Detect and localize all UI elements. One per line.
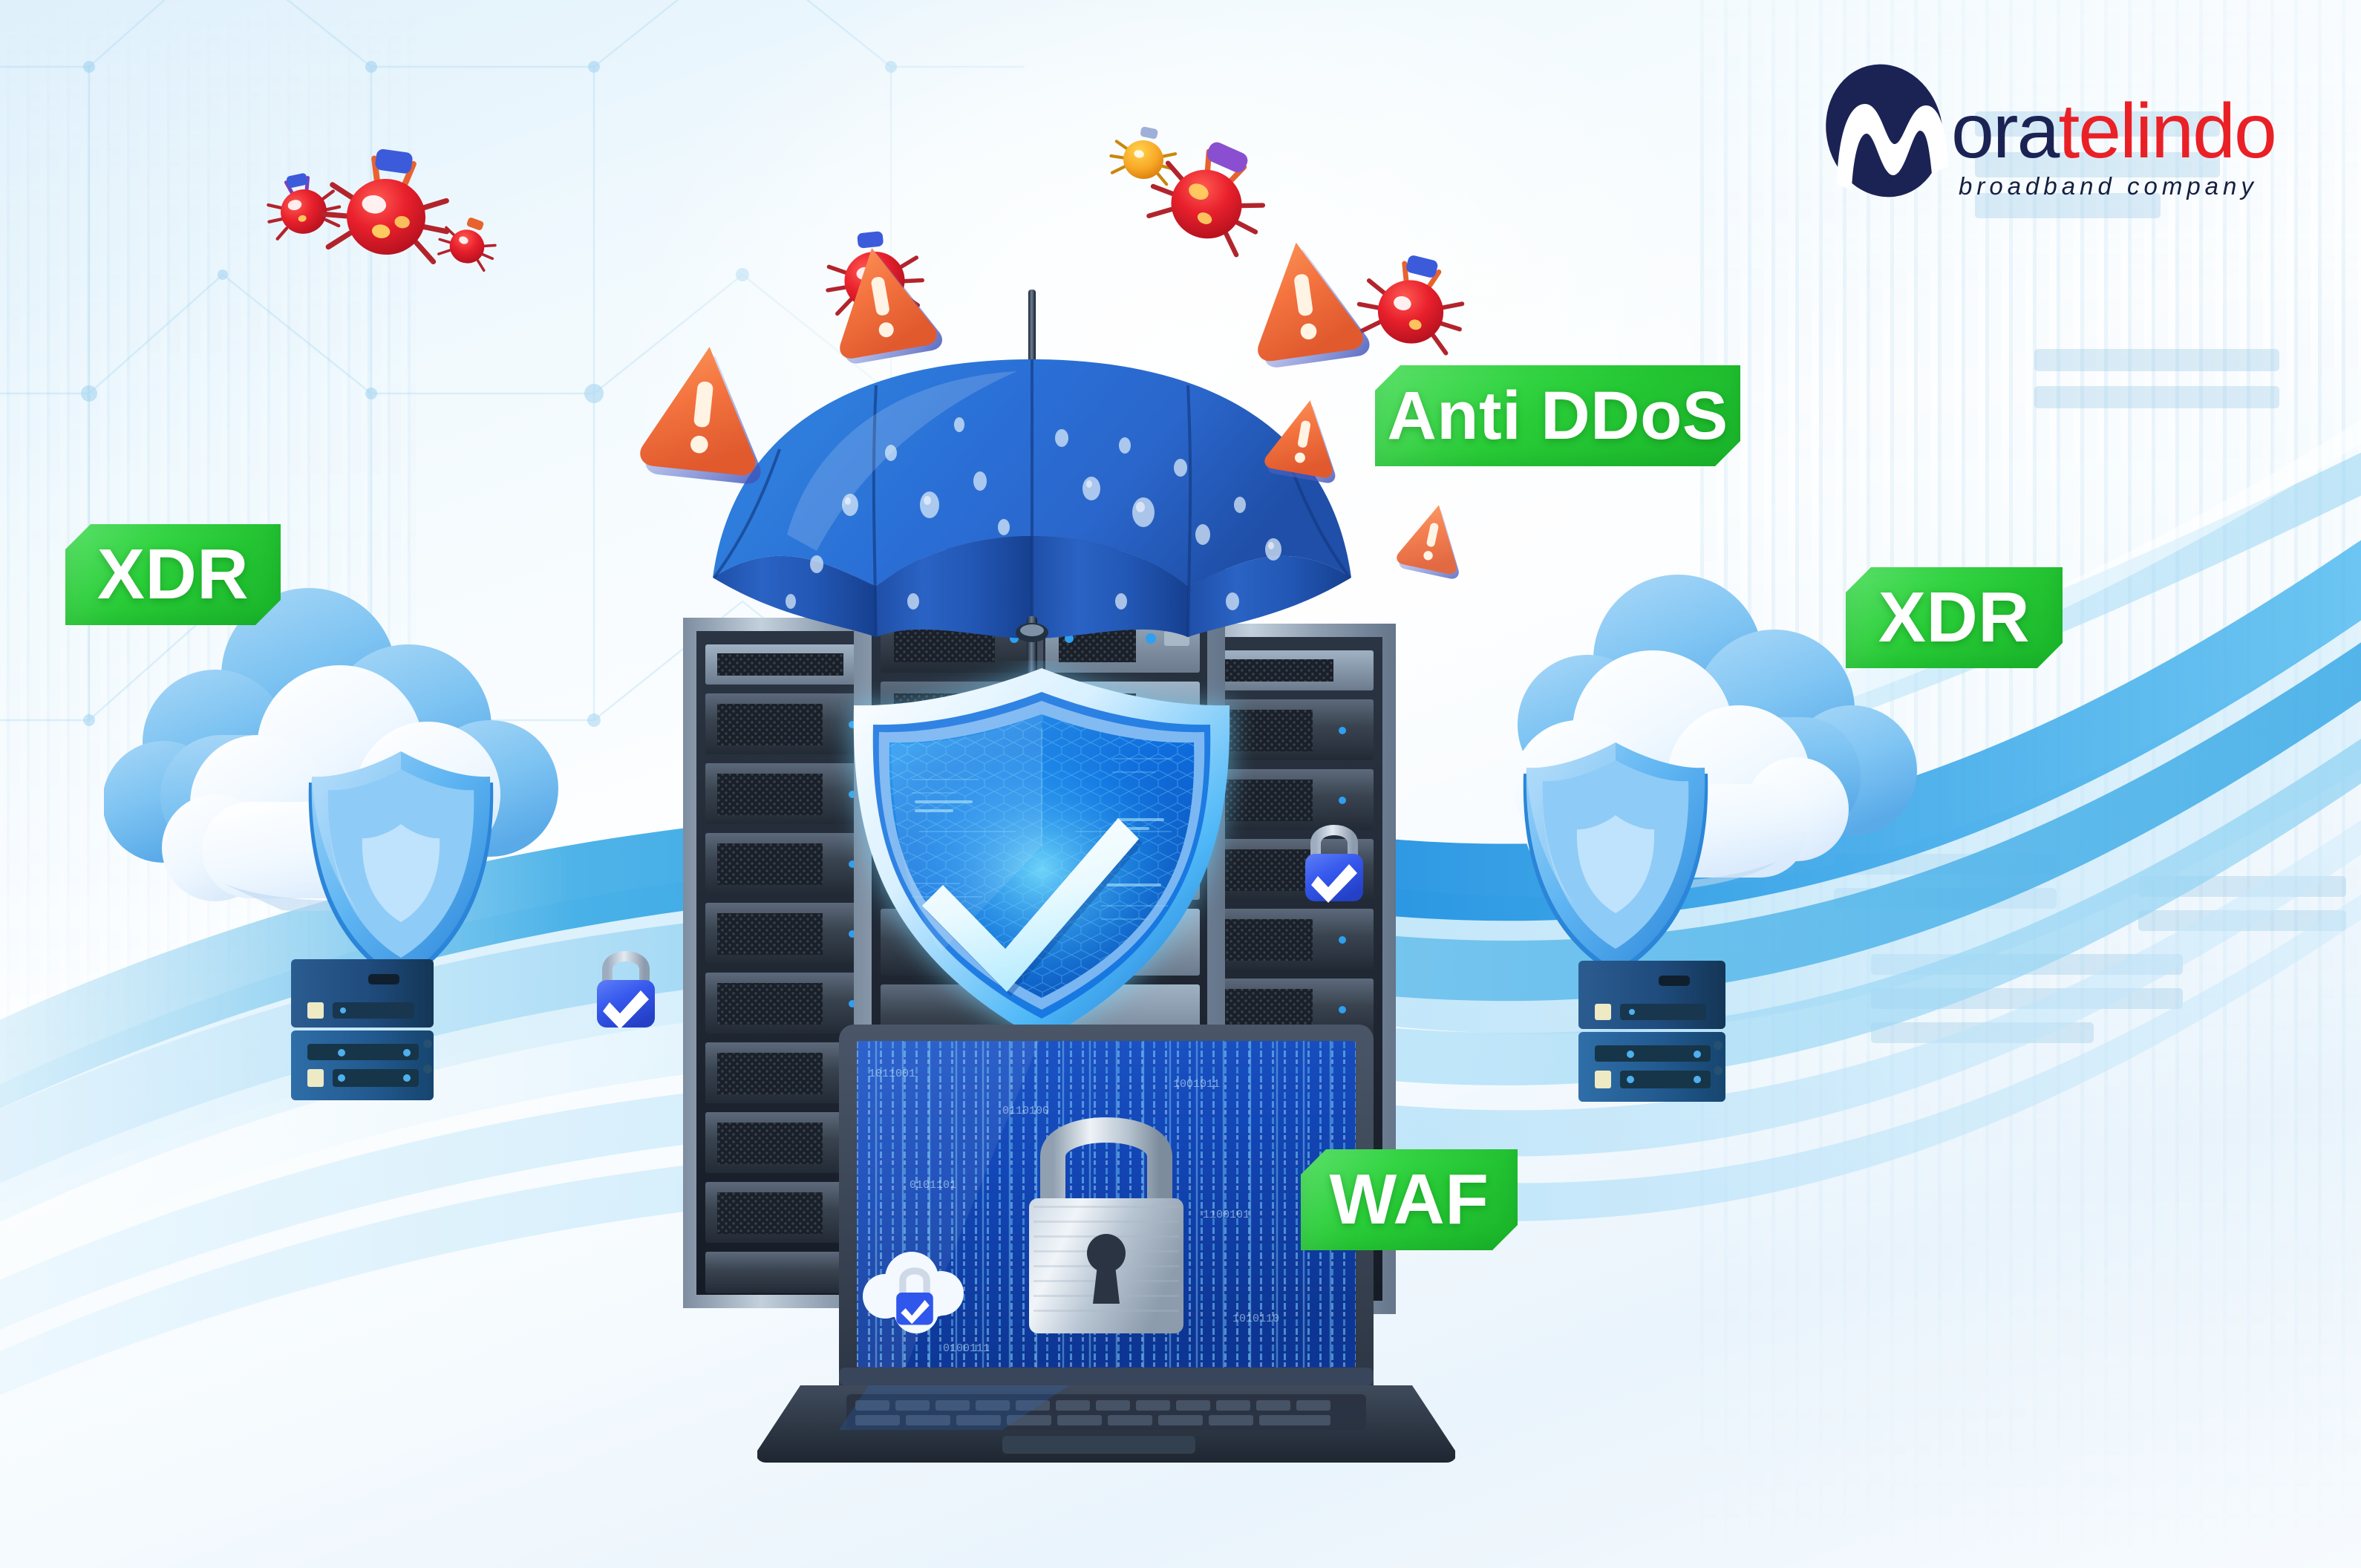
svg-text:1100101: 1100101 — [1203, 1209, 1250, 1221]
umbrella-icon — [668, 290, 1396, 705]
svg-text:0110100: 0110100 — [1002, 1105, 1049, 1117]
moratelindo-logo[interactable]: oratelindo broadband company — [1820, 62, 2296, 211]
badge-xdr-right[interactable]: XDR — [1846, 567, 2063, 668]
svg-text:1001011: 1001011 — [1173, 1078, 1220, 1091]
svg-text:0100111: 0100111 — [943, 1342, 990, 1355]
badge-waf[interactable]: WAF — [1301, 1149, 1518, 1250]
svg-text:1010110: 1010110 — [1232, 1313, 1279, 1325]
badge-xdr-left[interactable]: XDR — [65, 524, 281, 625]
server-tower-right — [1567, 958, 1737, 1106]
badge-label: WAF — [1329, 1160, 1489, 1239]
main-shield-icon — [830, 661, 1253, 1054]
logo-svg: oratelindo broadband company — [1826, 64, 2277, 200]
badge-label: XDR — [97, 535, 249, 614]
padlock-check-left — [585, 944, 667, 1032]
svg-text:1011001: 1011001 — [869, 1068, 915, 1080]
svg-text:0101101: 0101101 — [910, 1179, 956, 1192]
logo-word-navy: oratelindo — [1951, 88, 2276, 174]
padlock-check-center — [1293, 818, 1375, 906]
badge-anti-ddos[interactable]: Anti DDoS — [1375, 365, 1740, 466]
logo-tagline: broadband company — [1959, 172, 2258, 200]
badge-label: Anti DDoS — [1387, 377, 1728, 454]
badge-label: XDR — [1878, 578, 2031, 657]
cloud-shield-left — [104, 587, 639, 1002]
logo-m-mark — [1826, 64, 1948, 197]
cloud-shield-right — [1477, 572, 1990, 987]
server-tower-left — [281, 956, 444, 1105]
